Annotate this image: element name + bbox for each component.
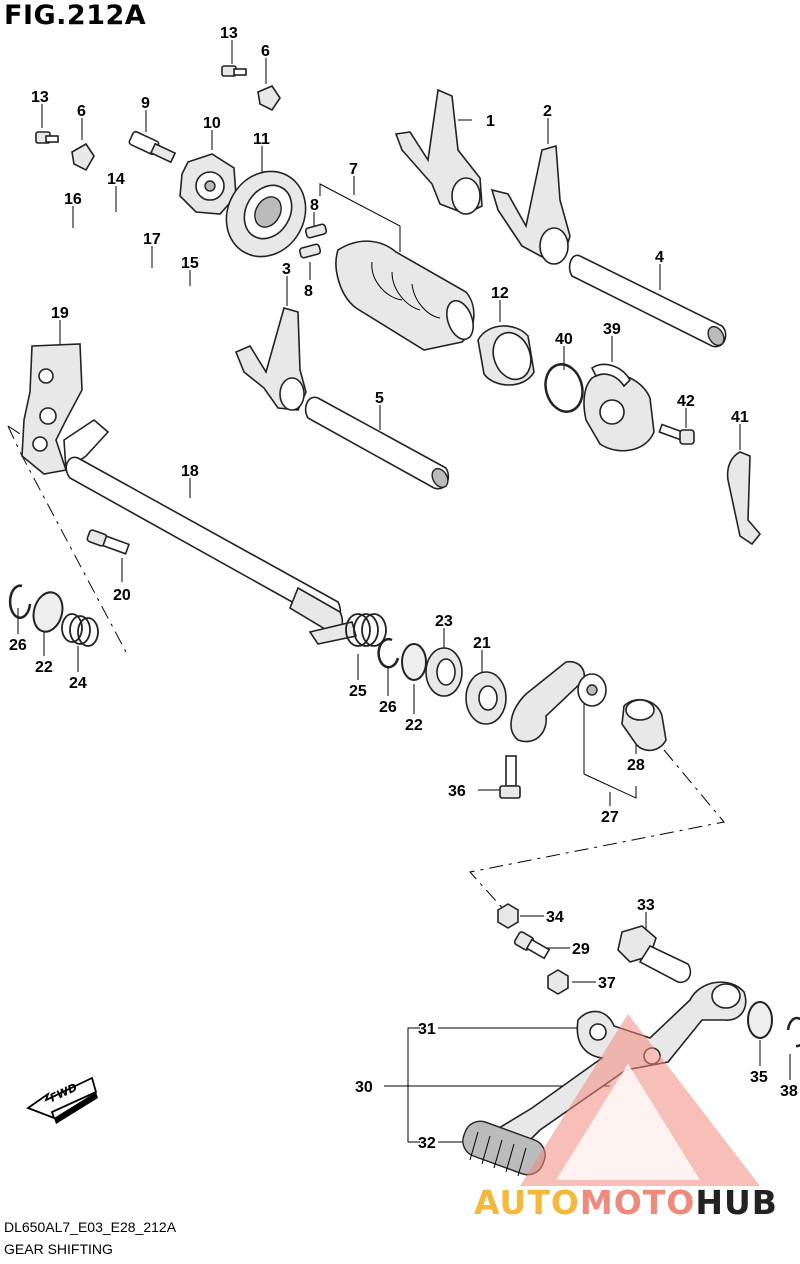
fork-shaft-4 bbox=[568, 254, 727, 348]
callout-11: 11 bbox=[253, 131, 270, 148]
needle-bearing-12 bbox=[477, 325, 535, 386]
callout-8: 8 bbox=[310, 197, 319, 214]
svg-text:AUTOMOTOHUB: AUTOMOTOHUB bbox=[474, 1183, 778, 1222]
watermark-hub: HUB bbox=[695, 1183, 778, 1222]
clamp-41 bbox=[726, 451, 762, 546]
watermark-auto: AUTO bbox=[474, 1183, 580, 1222]
pin-9 bbox=[128, 130, 177, 164]
callout-14: 14 bbox=[107, 171, 125, 188]
callout-7: 7 bbox=[349, 161, 358, 178]
shift-fork-1 bbox=[394, 88, 483, 215]
callout-27: 27 bbox=[601, 809, 619, 826]
callout-6: 6 bbox=[261, 43, 270, 60]
callout-1: 1 bbox=[486, 113, 495, 130]
callout-38: 38 bbox=[780, 1083, 798, 1100]
callout-23: 23 bbox=[435, 613, 453, 630]
pin-8-a bbox=[304, 223, 328, 239]
spring-24-left bbox=[61, 613, 99, 647]
callout-17: 17 bbox=[143, 231, 161, 248]
boot-28 bbox=[621, 698, 667, 752]
callout-24: 24 bbox=[69, 675, 87, 692]
callout-15: 15 bbox=[181, 255, 199, 272]
bolt-13-top bbox=[221, 65, 247, 77]
callout-35: 35 bbox=[750, 1069, 768, 1086]
callout-labels: 13 6 13 6 9 10 11 7 1 2 16 14 17 15 8 8 … bbox=[9, 25, 798, 1152]
stopper-pin-20 bbox=[86, 529, 131, 555]
watermark-moto: MOTO bbox=[580, 1183, 695, 1222]
return-spring-25 bbox=[308, 613, 387, 647]
nut-34 bbox=[497, 903, 519, 929]
watermark-logo: AUTOMOTOHUB bbox=[474, 1014, 778, 1222]
callout-39: 39 bbox=[603, 321, 621, 338]
callout-36: 36 bbox=[448, 783, 466, 800]
callout-26: 26 bbox=[9, 637, 27, 654]
callout-5: 5 bbox=[375, 390, 384, 407]
callout-40: 40 bbox=[555, 331, 573, 348]
callout-2: 2 bbox=[543, 103, 552, 120]
callout-41: 41 bbox=[731, 409, 749, 426]
callout-8: 8 bbox=[304, 283, 313, 300]
shift-drum-7 bbox=[335, 240, 475, 351]
figure-code: DL650AL7_E03_E28_212A bbox=[4, 1219, 177, 1235]
callout-26: 26 bbox=[379, 699, 397, 716]
bolt-42 bbox=[658, 423, 695, 445]
leader-lines bbox=[17, 40, 791, 1143]
washer-21 bbox=[465, 671, 507, 725]
bolt-36 bbox=[499, 755, 521, 799]
callout-3: 3 bbox=[282, 261, 291, 278]
forward-direction-arrow: FWD bbox=[26, 1076, 98, 1124]
cam-plate-10 bbox=[179, 153, 237, 215]
circlip-38 bbox=[786, 1016, 800, 1048]
callout-4: 4 bbox=[655, 249, 664, 266]
parts bbox=[8, 65, 800, 1177]
callout-12: 12 bbox=[491, 285, 509, 302]
callout-20: 20 bbox=[113, 587, 131, 604]
callout-29: 29 bbox=[572, 941, 590, 958]
shift-arm-19 bbox=[21, 343, 110, 475]
bearing-11 bbox=[225, 170, 307, 258]
bolt-29 bbox=[513, 931, 551, 960]
oil-seal-23 bbox=[425, 647, 463, 697]
washer-22-middle bbox=[401, 643, 427, 681]
callout-22: 22 bbox=[405, 717, 423, 734]
callout-22: 22 bbox=[35, 659, 53, 676]
circlip-26-left bbox=[8, 584, 32, 619]
shift-fork-3 bbox=[234, 307, 307, 411]
callout-28: 28 bbox=[627, 757, 645, 774]
callout-21: 21 bbox=[473, 635, 491, 652]
callout-16: 16 bbox=[64, 191, 82, 208]
washer-22-left bbox=[32, 591, 64, 633]
circlip-26-middle bbox=[377, 637, 400, 669]
shift-fork-2 bbox=[490, 144, 571, 265]
nut-37 bbox=[547, 969, 569, 995]
pivot-bolt-33 bbox=[617, 925, 692, 984]
figure-name: GEAR SHIFTING bbox=[4, 1241, 113, 1257]
callout-31: 31 bbox=[418, 1021, 436, 1038]
washer-35 bbox=[747, 1001, 773, 1039]
plate-6-top bbox=[257, 85, 281, 112]
callout-10: 10 bbox=[203, 115, 221, 132]
fork-shaft-5 bbox=[304, 396, 450, 490]
gear-position-sensor-39 bbox=[583, 363, 655, 452]
callout-19: 19 bbox=[51, 305, 69, 322]
callout-32: 32 bbox=[418, 1135, 436, 1152]
shift-lever-rod-27 bbox=[510, 660, 607, 743]
callout-33: 33 bbox=[637, 897, 655, 914]
callout-30: 30 bbox=[355, 1079, 373, 1096]
pin-8-b bbox=[298, 243, 322, 259]
callout-37: 37 bbox=[598, 975, 616, 992]
callout-13: 13 bbox=[220, 25, 238, 42]
callout-13: 13 bbox=[31, 89, 49, 106]
callout-34: 34 bbox=[546, 909, 564, 926]
callout-25: 25 bbox=[349, 683, 367, 700]
callout-18: 18 bbox=[181, 463, 199, 480]
callout-9: 9 bbox=[141, 95, 150, 112]
figure-title: FIG.212A bbox=[4, 0, 147, 31]
bolt-13-left bbox=[35, 131, 59, 144]
callout-42: 42 bbox=[677, 393, 695, 410]
callout-6: 6 bbox=[77, 103, 86, 120]
plate-6-left bbox=[71, 142, 95, 172]
o-ring-40 bbox=[544, 363, 584, 413]
